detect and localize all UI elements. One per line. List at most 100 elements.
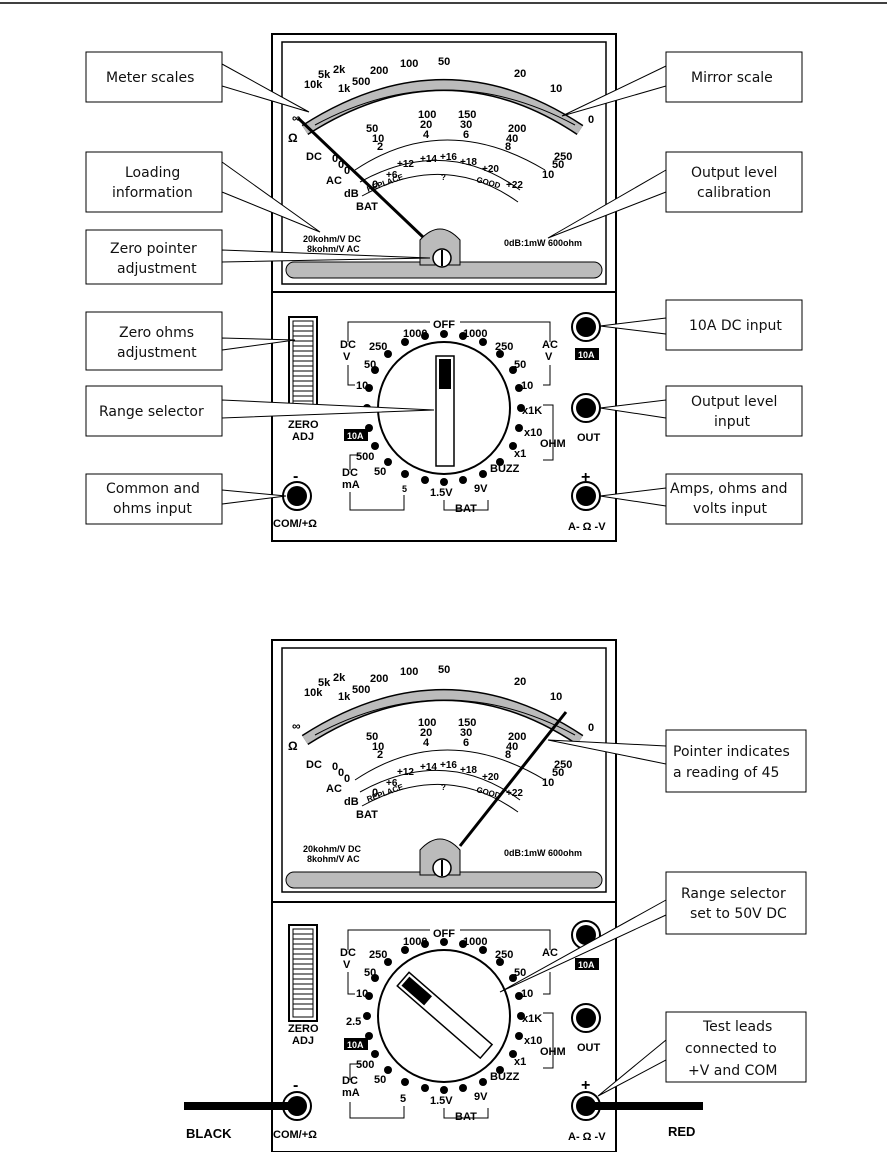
callout-loading-pointer [221, 161, 321, 233]
dc3-4-b: 4 [423, 737, 430, 749]
bat-9v: 9V [474, 483, 488, 495]
ohm-x1: x1 [514, 448, 526, 460]
ma-bracket-bottom [349, 492, 405, 511]
ohm-bracket-2 [543, 1012, 554, 1069]
dc2-10-b: 10 [372, 741, 384, 753]
dial-dots-2 [363, 938, 525, 1094]
callout-text-output-cal-1: Output level [691, 165, 777, 181]
acv-bracket-bottom-2 [543, 972, 551, 995]
infinity-label-b: ∞ [292, 719, 301, 733]
bat-bracket [443, 500, 489, 511]
bat-arc [359, 159, 521, 191]
ohm-1k-b: 1k [338, 691, 351, 703]
callout-text-leads-2: connected to [685, 1041, 777, 1057]
ohm-zero: 0 [588, 114, 594, 126]
db-16: +16 [440, 152, 457, 163]
acv-bracket-top [460, 321, 551, 342]
callout-amps-ptr [599, 487, 667, 507]
out-jack-hole [576, 398, 596, 418]
positive-jack-hole [576, 486, 596, 506]
ohm-5k-b: 5k [318, 677, 331, 689]
dcv-10-2: 10 [356, 988, 368, 1000]
dc3-2-b: 2 [377, 749, 383, 761]
callout-leads-ptr [597, 1038, 667, 1097]
dial-dots [363, 330, 525, 486]
acv-ac: AC [542, 339, 558, 351]
db-12: +12 [397, 159, 414, 170]
dial-indicator [439, 359, 451, 389]
ohm-20: 20 [514, 68, 526, 80]
top-callout-texts: Meter scales Mirror scale Loading inform… [99, 70, 787, 517]
callout-text-10a: 10A DC input [689, 318, 782, 334]
dcv-bracket-bottom [347, 365, 355, 386]
dc2-40-b: 40 [506, 741, 518, 753]
com-label-2: COM/+Ω [273, 1129, 317, 1141]
dc-150: 150 [458, 109, 476, 121]
ohm-x1k: x1K [522, 405, 542, 417]
tenA-jack-hole [576, 317, 596, 337]
acv-50: 50 [514, 359, 526, 371]
dcv-v: V [343, 351, 351, 363]
ma-ma-2: mA [342, 1087, 360, 1099]
callout-text-loading-2: information [112, 185, 193, 201]
infinity-label: ∞ [292, 111, 301, 125]
ohm-x10: x10 [524, 427, 542, 439]
callout-text-loading-1: Loading [125, 165, 180, 181]
output-calibration-text: 0dB:1mW 600ohm [504, 238, 582, 248]
acv-250: 250 [495, 341, 513, 353]
ma-dc-2: DC [342, 1075, 358, 1087]
bat-1.5v-2: 1.5V [430, 1095, 453, 1107]
callout-zero-pointer-ptr [221, 249, 431, 263]
db-18: +18 [460, 157, 477, 168]
callout-outlevel [665, 385, 803, 437]
dc-200-b: 200 [508, 731, 526, 743]
tenA-badge-left [344, 429, 368, 441]
ohm-10: 10 [550, 83, 562, 95]
dial-knob-rotated[interactable] [396, 971, 494, 1060]
top-meter: 5k 2k 200 100 50 20 10 10k 1k 500 ∞ Ω 0 … [271, 33, 617, 542]
ohm-x1k-2: x1K [522, 1013, 542, 1025]
dc-100: 100 [418, 109, 436, 121]
callout-text-amps-2: volts input [693, 501, 767, 517]
dcv-250: 250 [369, 341, 387, 353]
dc-100-b: 100 [418, 717, 436, 729]
db-22-b: +22 [506, 788, 523, 799]
buzz-label-2: BUZZ [490, 1071, 520, 1083]
callout-text-amps-1: Amps, ohms and [670, 481, 787, 497]
dcv-bracket-bottom-2 [347, 972, 355, 995]
black-lead [184, 1102, 294, 1110]
bat-arc-b [359, 769, 521, 801]
ohm-500: 500 [352, 76, 370, 88]
black-label: BLACK [186, 1126, 232, 1141]
minus-label: - [293, 468, 298, 485]
dcv-v-2: V [343, 959, 351, 971]
callout-text-outlevel-1: Output level [691, 394, 777, 410]
db-arc [354, 139, 546, 171]
callout-pointer-ptr [547, 739, 667, 765]
dc3-2: 2 [377, 141, 383, 153]
com-label: COM/+Ω [273, 518, 317, 530]
ohm-2k: 2k [333, 64, 346, 76]
callout-mirror-scale-pointer [561, 65, 667, 117]
dcv-50: 50 [364, 359, 376, 371]
red-lead [590, 1102, 703, 1110]
loading-info-dc-b: 20kohm/V DC [303, 844, 362, 854]
dial-off: OFF [433, 319, 455, 331]
ma-5: 5 [402, 484, 407, 494]
bat-label: BAT [455, 503, 477, 515]
zero-ac: 0 [338, 159, 344, 171]
dc3-8-b: 8 [505, 749, 511, 761]
mirror-scale [302, 80, 583, 134]
zero-adj-label-1: ZERO [288, 419, 319, 431]
db-22: +22 [506, 180, 523, 191]
callout-text-common-1: Common and [106, 481, 200, 497]
callout-leads [665, 1011, 807, 1083]
row-db-b: dB [344, 796, 359, 808]
zero-adj-label-b1: ZERO [288, 1023, 319, 1035]
ohm-20-b: 20 [514, 676, 526, 688]
ohm-bracket [543, 404, 554, 461]
callout-text-meter-scales: Meter scales [106, 70, 194, 86]
acv-50-2: 50 [514, 967, 526, 979]
acv-v: V [545, 351, 553, 363]
